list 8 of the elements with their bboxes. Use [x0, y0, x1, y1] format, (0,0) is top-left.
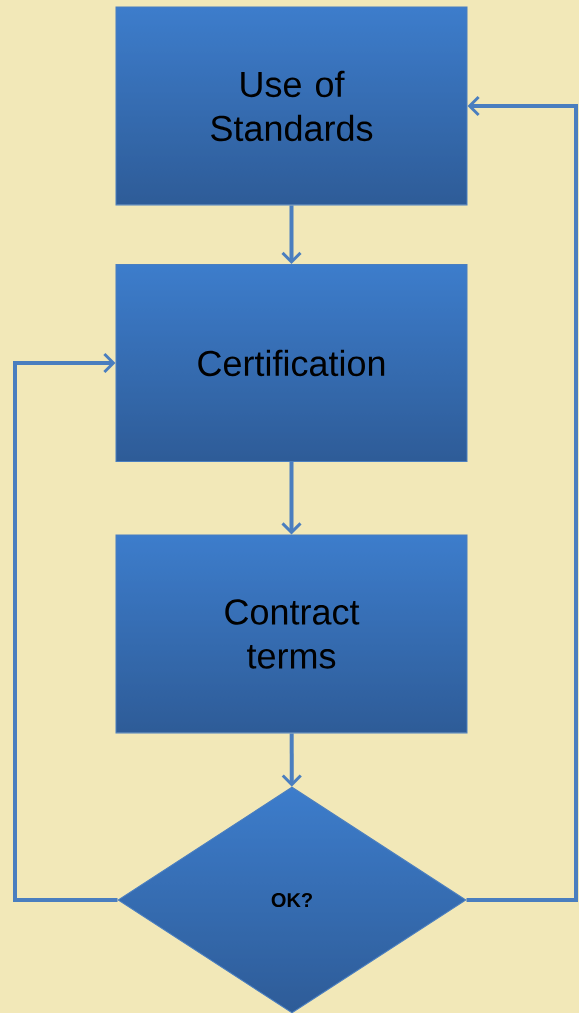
arrow [281, 733, 302, 787]
arrow [281, 462, 302, 535]
process-box: Certification [115, 264, 468, 462]
process-box: Use of Standards [115, 6, 468, 206]
arrow [13, 352, 118, 902]
arrow [466, 95, 578, 902]
arrow [281, 205, 302, 264]
process-box: Contract terms [115, 534, 468, 734]
